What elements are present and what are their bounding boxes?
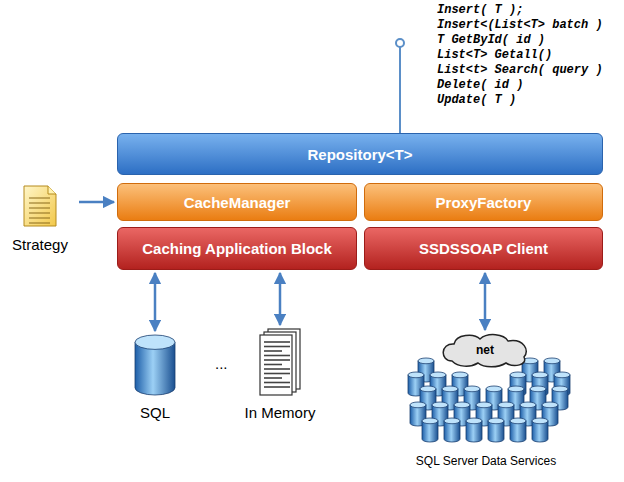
- paper-drawing: [259, 328, 301, 396]
- caching-block-box: Caching Application Block: [117, 227, 357, 270]
- connector-arrow: [79, 201, 114, 204]
- method-signature: Insert( T );: [437, 3, 523, 17]
- method-signature: T GetById( id ): [437, 33, 545, 47]
- connector-arrow: [154, 273, 157, 331]
- box-title: SSDSSOAP Client: [419, 240, 548, 257]
- strategy-document: Strategy: [4, 184, 76, 260]
- sql-database: SQL: [115, 334, 195, 434]
- method-signature: Update( T ): [437, 93, 516, 107]
- data-services-cluster: SQL Server Data Services: [398, 352, 574, 476]
- database-cluster: [408, 358, 570, 442]
- method-signature: Delete( id ): [437, 78, 523, 92]
- node-label: SQL Server Data Services: [416, 454, 556, 468]
- ellipsis-label: ...: [215, 355, 228, 372]
- node-label: In Memory: [245, 404, 316, 421]
- box-title: ProxyFactory: [436, 194, 532, 211]
- connector-arrow: [279, 273, 282, 325]
- method-signature: List<t> Search( query ): [437, 63, 603, 77]
- interface-stem: [399, 47, 401, 133]
- repository-bar: Repository<T>: [117, 133, 603, 175]
- note-icon: [24, 186, 56, 226]
- note-drawing: [22, 184, 58, 228]
- cloud-outline: [443, 335, 526, 367]
- cylinder-icon: [135, 335, 175, 395]
- connector-arrow: [484, 273, 487, 330]
- proxy-factory-box: ProxyFactory: [364, 183, 603, 221]
- memory-document: In Memory: [232, 328, 328, 434]
- node-label: SQL: [140, 404, 170, 421]
- method-signature: Insert<(List<T> batch ): [437, 18, 603, 32]
- soap-client-box: SSDSSOAP Client: [364, 227, 603, 270]
- box-title: CacheManager: [184, 194, 291, 211]
- paper-icon: [260, 329, 300, 395]
- cyl-drawing: [134, 334, 176, 396]
- node-label: Strategy: [12, 236, 68, 253]
- box-title: Caching Application Block: [142, 240, 331, 257]
- interface-socket: [396, 39, 404, 47]
- cache-manager-box: CacheManager: [117, 183, 357, 221]
- box-title: Repository<T>: [307, 146, 412, 163]
- node-label: net: [476, 343, 494, 357]
- method-signature: List<T> Getall(): [437, 48, 552, 62]
- net-cloud: net: [440, 333, 530, 367]
